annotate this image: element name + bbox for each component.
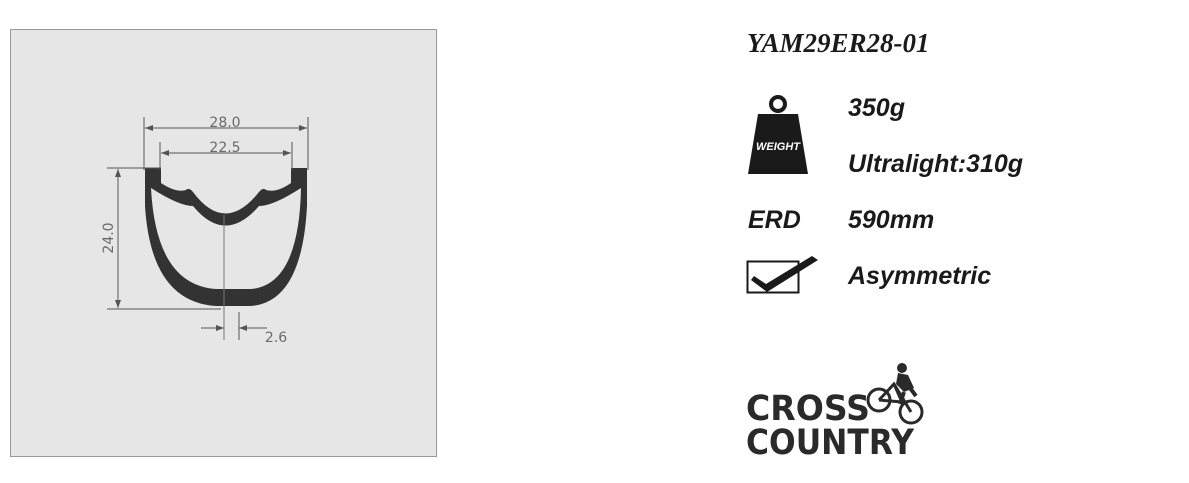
erd-value: 590mm: [848, 206, 935, 234]
cyclist-icon: [866, 363, 924, 425]
ultralight-weight-value: Ultralight:310g: [848, 150, 1024, 178]
rim-cross-section-svg: 28.0 22.5 24.0 2.6: [101, 115, 309, 346]
profile-value: Asymmetric: [848, 262, 992, 290]
arrow: [283, 150, 291, 156]
rim-profile-shape: [145, 168, 307, 306]
outer-width-label: 28.0: [209, 115, 240, 131]
weight-icon: WEIGHT: [746, 94, 810, 181]
erd-label: ERD: [748, 206, 801, 234]
logo-line-country: COUNTRY: [746, 423, 915, 458]
arrow: [239, 325, 247, 331]
rim-profile-diagram: 28.0 22.5 24.0 2.6: [10, 29, 437, 457]
depth-label: 24.0: [101, 222, 117, 253]
arrow: [115, 169, 121, 177]
cross-country-logo: CROSS COUNTRY: [744, 362, 926, 463]
arrow: [216, 325, 224, 331]
checkbox-check-icon: [746, 254, 820, 301]
model-title: YAM29ER28-01: [747, 28, 930, 58]
weight-icon-label: WEIGHT: [756, 141, 801, 153]
offset-label: 2.6: [265, 330, 287, 346]
inner-width-label: 22.5: [209, 140, 240, 156]
logo-line-cross: CROSS: [746, 389, 870, 429]
arrow: [115, 300, 121, 308]
arrow: [161, 150, 169, 156]
arrow: [299, 125, 307, 131]
weight-value: 350g: [848, 94, 905, 122]
arrow: [145, 125, 153, 131]
